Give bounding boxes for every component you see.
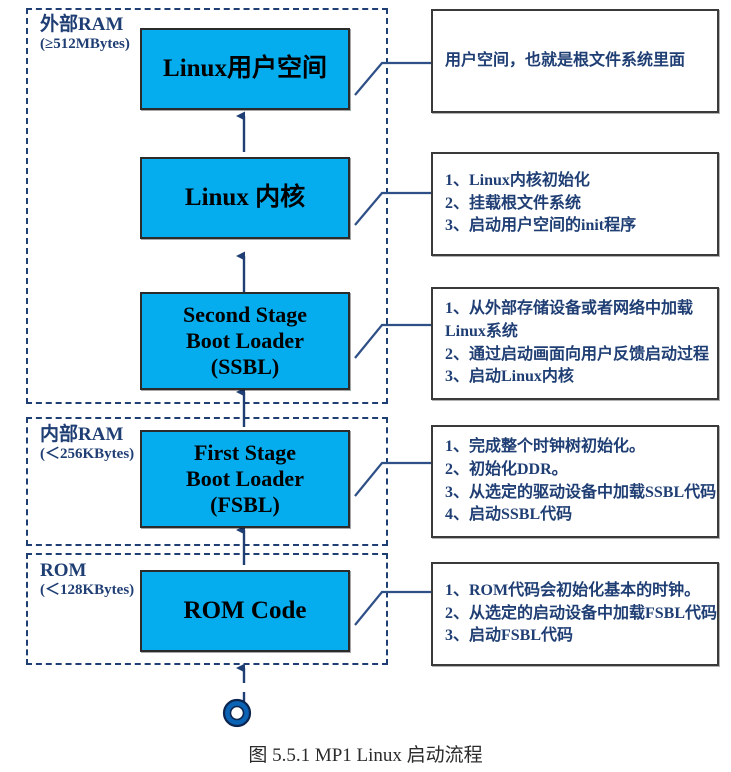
- note-line: 2、从选定的启动设备中加载FSBL代码: [445, 604, 718, 622]
- note-box-rom-code: 1、ROM代码会初始化基本的时钟。 2、从选定的启动设备中加载FSBL代码 3、…: [431, 562, 719, 666]
- boot-start-node-inner: [229, 705, 245, 721]
- stage-label-line: First Stage: [193, 440, 297, 466]
- region-external-ram-subtitle: (≥512MBytes): [40, 36, 130, 53]
- note-line: 用户空间，也就是根文件系统里面: [445, 51, 686, 69]
- note-line: 1、从外部存储设备或者网络中加载: [445, 300, 694, 318]
- stage-box-second-stage-boot-loader[interactable]: Second Stage Boot Loader (SSBL): [140, 292, 350, 390]
- figure-caption: 图 5.5.1 MP1 Linux 启动流程: [248, 745, 483, 766]
- region-external-ram-label: 外部RAM (≥512MBytes): [40, 14, 130, 53]
- region-internal-ram-label: 内部RAM (＜256KBytes): [40, 424, 134, 463]
- stage-label-line: Boot Loader: [186, 466, 304, 492]
- note-line: 2、挂载根文件系统: [445, 194, 582, 212]
- stage-label-line: Linux用户空间: [163, 55, 327, 83]
- note-box-user-space: 用户空间，也就是根文件系统里面: [431, 9, 719, 113]
- note-line: 3、启动用户空间的init程序: [445, 217, 637, 235]
- note-line: 3、启动FSBL代码: [445, 627, 574, 645]
- note-box-kernel: 1、Linux内核初始化 2、挂载根文件系统 3、启动用户空间的init程序: [431, 152, 719, 256]
- note-line: 4、启动SSBL代码: [445, 506, 573, 524]
- note-box-fsbl: 1、完成整个时钟树初始化。 2、初始化DDR。 3、从选定的驱动设备中加载SSB…: [431, 425, 719, 538]
- note-line: 1、完成整个时钟树初始化。: [445, 438, 646, 456]
- region-rom-title: ROM: [40, 560, 87, 581]
- note-line: 2、通过启动画面向用户反馈启动过程: [445, 345, 710, 363]
- stage-label-line: Linux 内核: [184, 184, 306, 212]
- stage-box-linux-user-space[interactable]: Linux用户空间: [140, 28, 350, 110]
- region-internal-ram-title: 内部RAM: [40, 424, 124, 445]
- region-external-ram-title: 外部RAM: [40, 14, 124, 35]
- stage-label-line: (FSBL): [210, 491, 280, 517]
- note-line: 3、从选定的驱动设备中加载SSBL代码: [445, 483, 717, 501]
- note-line: 1、ROM代码会初始化基本的时钟。: [445, 581, 701, 599]
- note-line: 3、启动Linux内核: [445, 368, 574, 386]
- stage-box-first-stage-boot-loader[interactable]: First Stage Boot Loader (FSBL): [140, 430, 350, 528]
- note-line: 2、初始化DDR。: [445, 460, 568, 478]
- note-line: Linux系统: [445, 322, 518, 340]
- region-rom-subtitle: (＜128KBytes): [40, 582, 135, 599]
- boot-start-node-outer: [222, 698, 252, 728]
- region-internal-ram-subtitle: (＜256KBytes): [40, 446, 135, 463]
- region-rom-label: ROM (＜128KBytes): [40, 560, 134, 599]
- stage-label-line: ROM Code: [183, 597, 307, 625]
- note-line: 1、Linux内核初始化: [445, 171, 590, 189]
- stage-box-rom-code[interactable]: ROM Code: [140, 570, 350, 652]
- note-box-ssbl: 1、从外部存储设备或者网络中加载 Linux系统 2、通过启动画面向用户反馈启动…: [431, 287, 719, 400]
- stage-label-line: (SSBL): [210, 353, 280, 379]
- stage-box-linux-kernel[interactable]: Linux 内核: [140, 157, 350, 239]
- stage-label-line: Boot Loader: [186, 328, 304, 354]
- stage-label-line: Second Stage: [182, 302, 308, 328]
